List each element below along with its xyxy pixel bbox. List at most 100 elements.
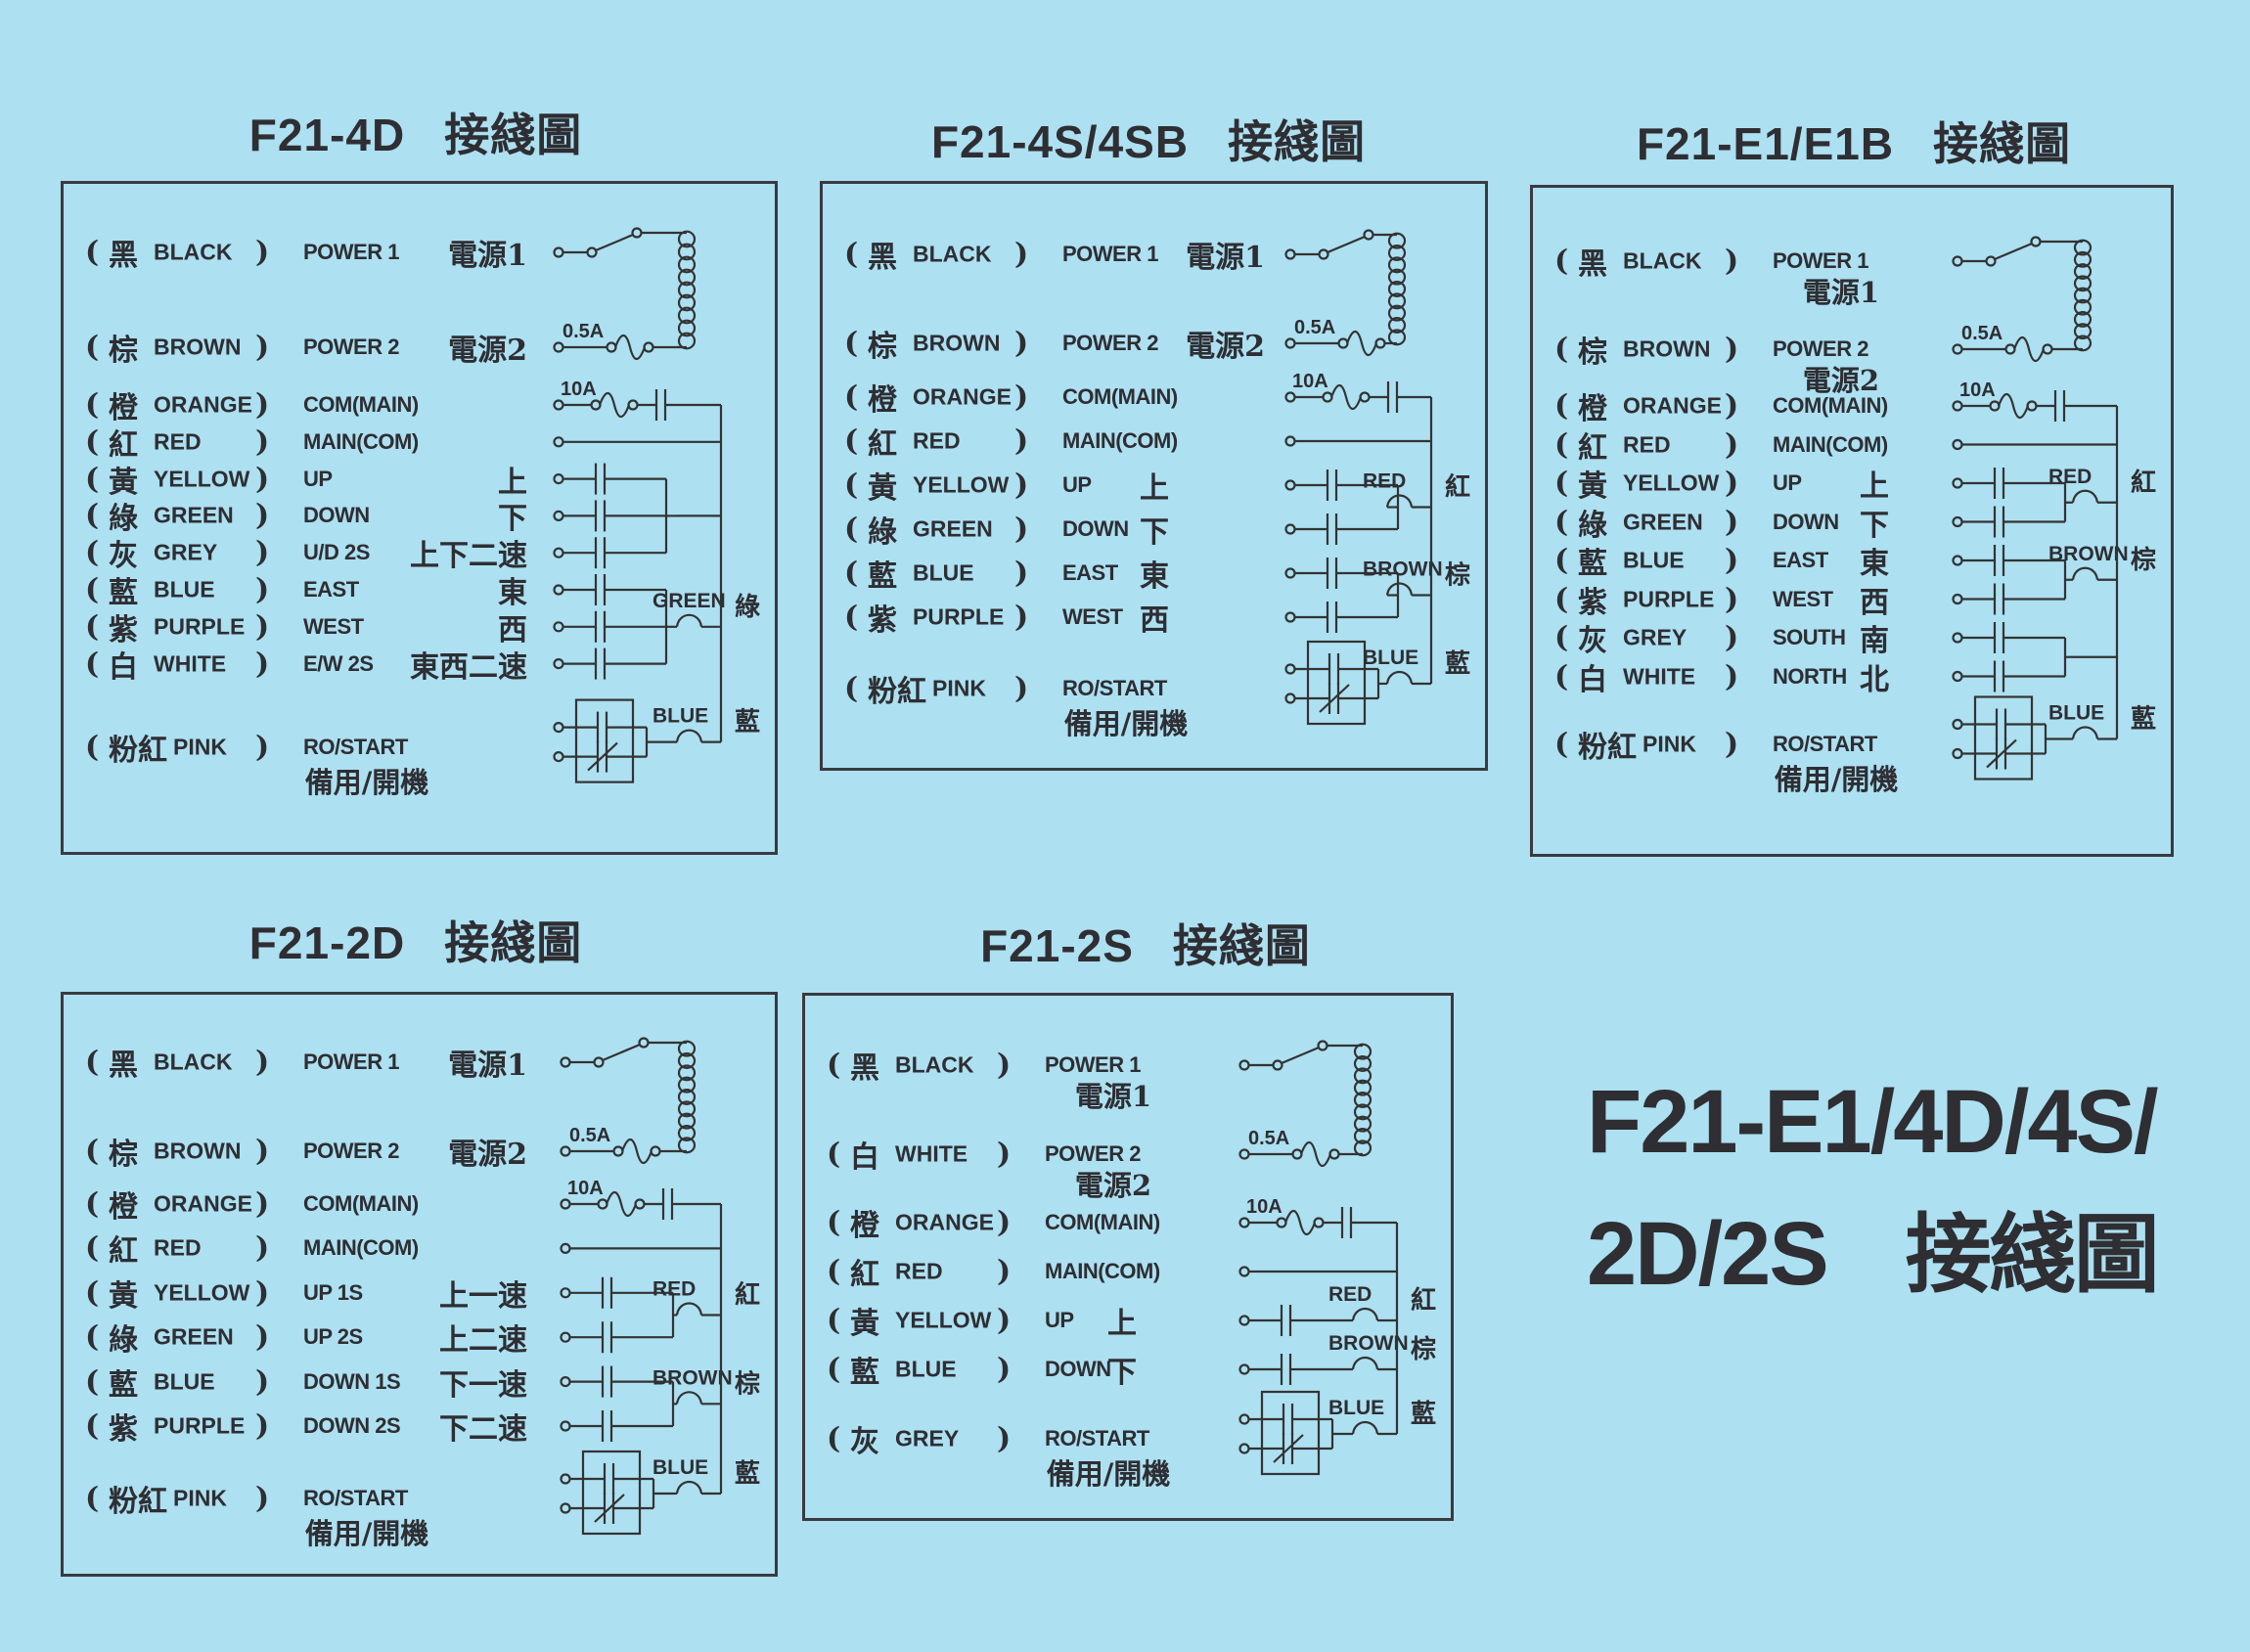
wire-color-zh: 藍 <box>868 559 897 594</box>
terminal-icon <box>650 1145 661 1157</box>
function-label-zh: 備用/開機 <box>304 1517 429 1550</box>
wire-color-en: PINK <box>1642 731 1696 756</box>
wire-color-en: BROWN <box>1623 335 1711 362</box>
paren-close: ) <box>1725 582 1739 616</box>
paren-open: ( <box>827 1254 841 1289</box>
relay-group-label-zh: 藍 <box>1445 648 1470 678</box>
paren-close: ) <box>255 387 270 423</box>
paren-close: ) <box>997 1205 1012 1240</box>
paren-close: ) <box>1725 244 1739 279</box>
paren-close: ) <box>255 1186 270 1222</box>
wire-color-en: YELLOW <box>154 466 250 492</box>
contact-icon <box>594 574 607 605</box>
terminal-icon <box>1318 248 1329 260</box>
function-label-zh: 東 <box>1860 547 1889 581</box>
relay-group-label: BROWN <box>2048 543 2129 565</box>
relay-group-label-zh: 紅 <box>1411 1285 1436 1315</box>
wire-color-zh: 橙 <box>868 383 897 418</box>
terminal-icon <box>1952 400 1963 412</box>
wire-color-en: RED <box>154 1234 202 1261</box>
fuse-icon <box>1345 330 1378 357</box>
relay-group-label: BROWN <box>1363 558 1443 581</box>
paren-open: ( <box>85 1364 100 1400</box>
function-label-zh: 下一速 <box>439 1367 527 1403</box>
wire-color-zh: 綠 <box>868 515 897 550</box>
contact-icon <box>601 1276 613 1309</box>
terminal-icon <box>1284 337 1296 349</box>
coil-loop <box>677 1051 697 1069</box>
paren-close: ) <box>997 1254 1012 1289</box>
function-label-zh: 下二速 <box>439 1412 527 1447</box>
fuse-icon <box>1299 1140 1332 1168</box>
paren-close: ) <box>255 498 270 533</box>
wire-color-zh: 藍 <box>109 1367 138 1403</box>
function-label: UP 2S <box>303 1324 363 1350</box>
function-label-zh: 上下二速 <box>410 539 527 574</box>
contact-icon <box>1993 660 2005 692</box>
contact-icon <box>1326 469 1338 501</box>
paren-close: ) <box>997 1352 1012 1387</box>
paren-open: ( <box>827 1303 841 1338</box>
coil-icon <box>675 613 703 628</box>
function-label: WEST <box>303 613 364 639</box>
wire-color-zh: 灰 <box>1578 624 1607 658</box>
terminal-icon <box>560 1420 571 1432</box>
terminal-icon <box>1952 593 1963 605</box>
paren-close: ) <box>1014 326 1029 361</box>
terminal-icon <box>1317 1040 1328 1051</box>
paren-close: ) <box>1014 512 1029 547</box>
paren-close: ) <box>997 1137 1012 1172</box>
function-label-zh: 電源2 <box>1802 364 1880 397</box>
wire-color-zh: 藍 <box>850 1356 879 1390</box>
paren-close: ) <box>255 572 270 607</box>
wire-color-en: PURPLE <box>154 1412 246 1439</box>
terminal-icon <box>1284 479 1296 491</box>
summary-title-line1: F21-E1/4D/4S/ <box>1587 1072 2159 1172</box>
function-label: EAST <box>303 577 359 602</box>
paren-open: ( <box>827 1421 841 1456</box>
coil-icon <box>675 729 703 742</box>
terminal-icon <box>1276 1217 1287 1228</box>
coil-loop <box>1353 1079 1372 1096</box>
terminal-icon <box>1284 567 1296 579</box>
contact-icon <box>661 1188 674 1220</box>
fuse-rating-label: 0.5A <box>1961 323 2002 344</box>
contact-icon <box>1340 1207 1353 1238</box>
wire-color-en: YELLOW <box>154 1279 250 1306</box>
coil-loop <box>1387 280 1407 297</box>
panel-title-model: F21-2D <box>248 917 406 968</box>
function-label-zh: 西 <box>1860 585 1889 620</box>
paren-open: ( <box>844 671 859 706</box>
coil-icon <box>675 1391 703 1405</box>
function-label-zh: 南 <box>1860 624 1889 658</box>
terminal-icon <box>1989 400 2001 412</box>
terminal-icon <box>1952 343 1963 355</box>
paren-close: ) <box>255 1319 270 1355</box>
terminal-icon <box>553 621 564 633</box>
summary-title-line2: 2D/2S <box>1587 1204 1829 1304</box>
coil-icon <box>1351 1420 1379 1435</box>
wire-color-zh: 紫 <box>109 1412 138 1447</box>
fuse-rating-label: 0.5A <box>569 1125 610 1146</box>
paren-open: ( <box>1554 620 1569 655</box>
coil-loop <box>1387 232 1407 249</box>
function-label-zh: 東 <box>498 576 527 610</box>
terminal-icon <box>1359 391 1371 403</box>
contact-icon <box>601 1410 613 1442</box>
coil-loop <box>677 1088 697 1105</box>
function-label: POWER 1 <box>1773 248 1868 273</box>
function-label: U/D 2S <box>303 540 370 565</box>
function-label-zh: 電源2 <box>1074 1169 1152 1202</box>
fuse-rating-label: 0.5A <box>1248 1128 1289 1149</box>
function-label: WEST <box>1062 604 1123 629</box>
